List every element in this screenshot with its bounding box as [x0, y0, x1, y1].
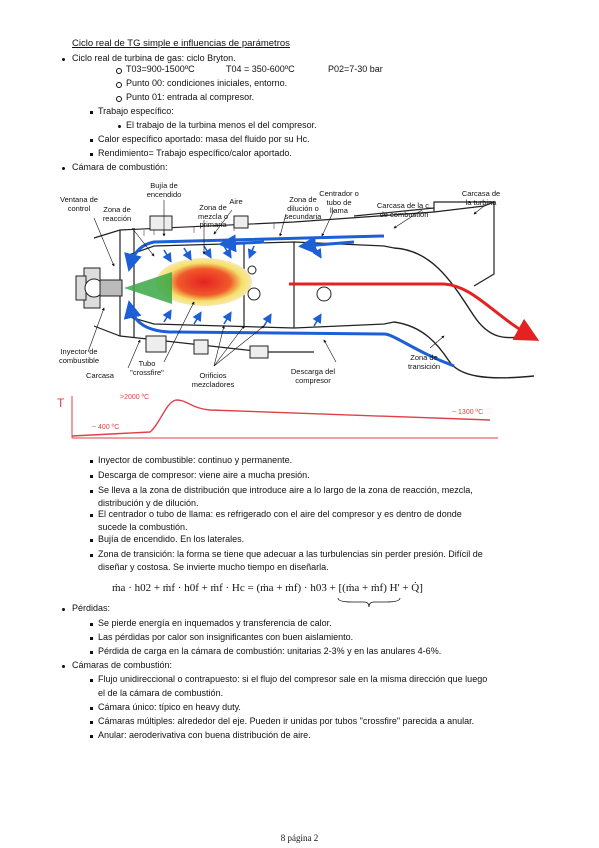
bullet-square — [90, 490, 93, 493]
p00-text: Punto 00: condiciones iniciales, entorno… — [126, 78, 288, 88]
cycle-text: Ciclo real de turbina de gas: ciclo Bryt… — [72, 53, 236, 63]
component-item: distribución y de dilución. — [98, 498, 199, 508]
bullet-square — [90, 539, 93, 542]
bullet-square — [90, 707, 93, 710]
rendimiento-text: Rendimiento= Trabajo específico/calor ap… — [98, 148, 292, 158]
label-zona-reaccion: Zona de reacción — [102, 205, 132, 223]
label-bujia: Bujía de encendido — [146, 181, 182, 199]
bullet-circle — [116, 82, 122, 88]
camaras-item: Flujo unidireccional o contrapuesto: si … — [98, 674, 488, 684]
bullet-square — [90, 111, 93, 114]
component-item: sucede la combustión. — [98, 522, 188, 532]
temperature-profile — [71, 396, 498, 439]
t03-text: T03=900-1500ºC — [126, 64, 195, 74]
bullet-circle — [116, 96, 122, 102]
label-descarga: Descarga del compresor — [290, 367, 336, 385]
label-zona-transicion: Zona de transición — [407, 353, 441, 371]
bullet-square — [90, 637, 93, 640]
perdidas-item: Pérdida de carga en la cámara de combust… — [98, 646, 442, 656]
t04-text: T04 = 350-600ºC — [226, 64, 295, 74]
component-item: Inyector de combustible: continuo y perm… — [98, 455, 293, 465]
bullet — [62, 665, 65, 668]
bullet-square — [90, 623, 93, 626]
bullet — [118, 125, 121, 128]
camaras-item: Anular: aeroderivativa con buena distrib… — [98, 730, 311, 740]
label-zona-mezcla: Zona de mezcla o primaria — [197, 203, 228, 229]
combustion-chamber-diagram — [75, 200, 540, 379]
camara-text: Cámara de combustión: — [72, 162, 168, 172]
bullet-square — [90, 651, 93, 654]
label-inyector: Inyector de combustible — [58, 347, 100, 365]
p01-text: Punto 01: entrada al compresor. — [126, 92, 255, 102]
bullet-square — [90, 139, 93, 142]
perdidas-item: Se pierde energía en inquemados y transf… — [98, 618, 332, 628]
flame — [156, 258, 252, 306]
temp-outlet-label: ~ 1300 ºC — [452, 409, 484, 416]
label-tubo-crossfire: Tubo "crossfire" — [130, 359, 164, 377]
camaras-item: Cámaras múltiples: alrededor del eje. Pu… — [98, 716, 475, 726]
camaras-item: Cámara único: típico en heavy duty. — [98, 702, 241, 712]
component-item: Zona de transición: la forma se tiene qu… — [98, 549, 483, 559]
label-centrador: Centrador o tubo de llama — [319, 189, 359, 215]
label-carcasa-turbina: Carcasa de la turbina — [461, 189, 501, 207]
temp-inlet-label: ~ 400 ºC — [92, 424, 120, 431]
label-zona-dilucion: Zona de dilución o secundaria — [284, 195, 322, 221]
bullet-square — [90, 554, 93, 557]
outer-casing — [93, 201, 495, 353]
temp-peak-label: >2000 ºC — [120, 394, 150, 401]
p02-text: P02=7-30 bar — [328, 64, 383, 74]
component-item: Bujía de encendido. En los laterales. — [98, 534, 245, 544]
bullet — [62, 608, 65, 611]
bullet-square — [90, 679, 93, 682]
air-flow — [123, 234, 455, 368]
section-title: Ciclo real de TG simple e influencias de… — [72, 38, 290, 49]
trabajo-text: Trabajo específico: — [98, 106, 174, 116]
injector-assembly — [75, 267, 123, 309]
fuel-spray — [124, 272, 172, 304]
label-carcasa: Carcasa — [86, 371, 114, 380]
component-item: Descarga de compresor: viene aire a much… — [98, 470, 310, 480]
bullet-square — [90, 721, 93, 724]
camaras-title: Cámaras de combustión: — [72, 660, 173, 670]
bullet — [62, 58, 65, 61]
bullet-square — [90, 153, 93, 156]
camaras-item: el de la cámara de combustión. — [98, 688, 224, 698]
bullet-square — [90, 475, 93, 478]
label-carcasa-camara: Carcasa de la c. de combustión — [376, 201, 432, 219]
energy-equation: ṁa · h02 + ṁf · h0f + ṁf · Hc = (ṁa + ṁf… — [112, 582, 423, 594]
bullet-square — [90, 514, 93, 517]
bullet-circle — [116, 68, 122, 74]
component-item: diseñar y costosa. Se invierte mucho tie… — [98, 562, 329, 572]
label-aire: Aire — [229, 197, 243, 206]
bullet — [62, 167, 65, 170]
perdidas-title: Pérdidas: — [72, 603, 111, 613]
label-orificios: Orificios mezcladores — [191, 371, 235, 389]
temp-axis-label: T — [57, 396, 65, 410]
label-ventana: Ventana de control — [60, 195, 98, 213]
calor-text: Calor específico aportado: masa del flui… — [98, 134, 310, 144]
page-footer: 8 página 2 — [280, 833, 319, 843]
component-item: Se lleva a la zona de distribución que i… — [98, 485, 473, 495]
bullet-square — [90, 460, 93, 463]
trabajo-def-text: El trabajo de la turbina menos el del co… — [126, 120, 317, 130]
equation-brace — [337, 597, 401, 608]
bullet-square — [90, 735, 93, 738]
component-item: El centrador o tubo de llama: es refrige… — [98, 509, 462, 519]
perdidas-item: Las pérdidas por calor son insignificant… — [98, 632, 354, 642]
